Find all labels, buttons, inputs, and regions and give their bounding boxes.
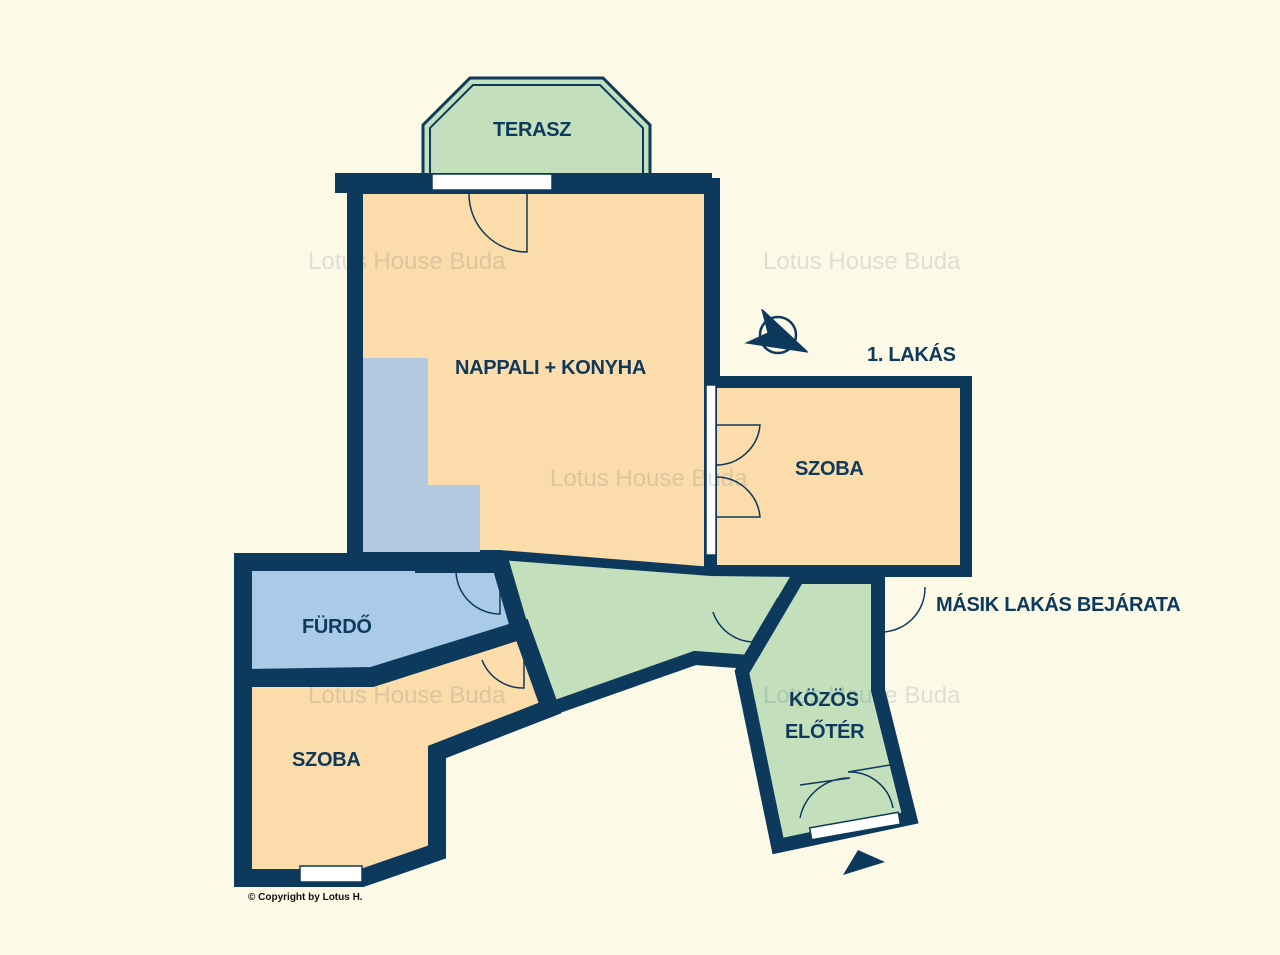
room-label-terrace: TERASZ [493,119,572,141]
room-label-living-kitchen: NAPPALI + KONYHA [455,357,646,379]
north-arrow-icon [744,308,809,355]
room-label-room-bottom: SZOBA [292,749,361,771]
common-hall-area [734,570,919,855]
room-label-common-hall-2: ELŐTÉR [785,721,865,743]
copyright-text: © Copyright by Lotus H. [248,892,363,903]
room-label-room-right: SZOBA [795,458,864,480]
room-label-common-hall-1: KÖZÖS [789,689,859,711]
apartment-label: 1. LAKÁS [867,344,956,366]
hall-area [500,560,796,708]
watermark: Lotus House Buda [308,248,506,275]
room-bottom-area [234,618,562,887]
other-entrance-label: MÁSIK LAKÁS BEJÁRATA [936,594,1181,616]
watermark: Lotus House Buda [308,682,506,709]
room-label-bathroom: FÜRDŐ [302,616,372,638]
watermark: Lotus House Buda [763,248,961,275]
kitchen-counter [363,358,480,552]
watermark: Lotus House Buda [763,682,961,709]
watermark: Lotus House Buda [550,465,748,492]
entrance-arrow-icon [843,850,885,875]
